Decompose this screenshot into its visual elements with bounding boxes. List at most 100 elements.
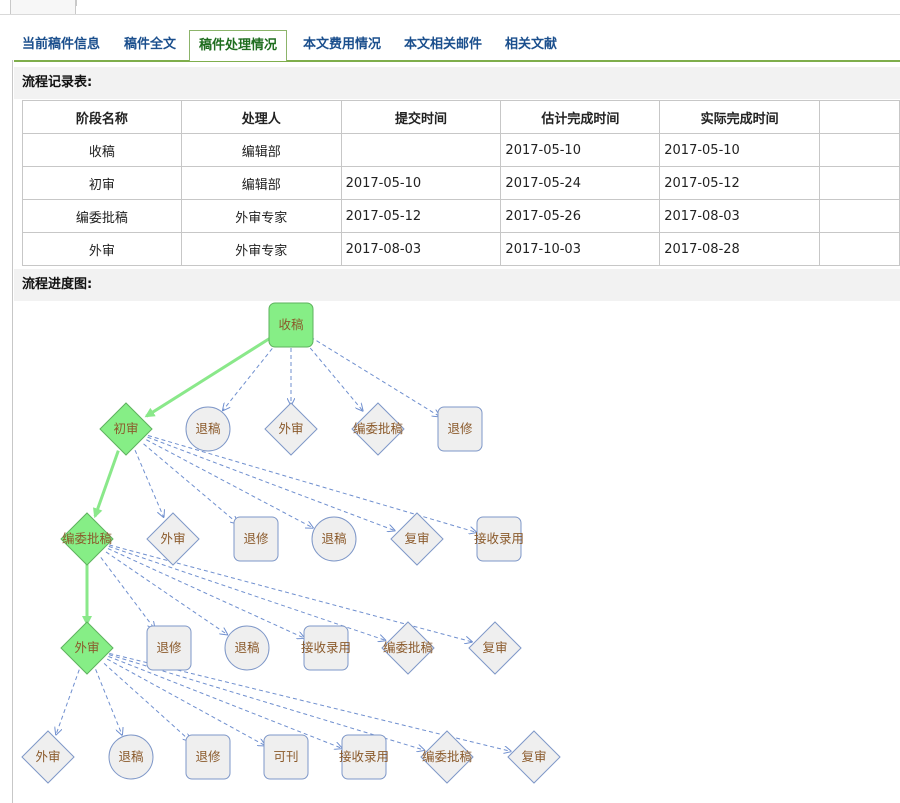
flow-node-n9[interactable]: 退稿 — [311, 516, 357, 562]
flow-node-shape — [303, 625, 349, 671]
flow-node-n11[interactable]: 接收录用 — [474, 516, 524, 562]
flow-node-n24[interactable]: 复审 — [507, 730, 561, 784]
flow-node-label: 复审 — [482, 640, 507, 655]
flow-node-shape — [263, 734, 309, 780]
cell-actual-time: 2017-08-28 — [659, 232, 821, 266]
flow-node-label: 退稿 — [321, 531, 346, 546]
completed-flow-arrow — [92, 450, 120, 519]
flow-node-n7[interactable]: 外审 — [146, 512, 200, 566]
flow-node-label: 接收录用 — [339, 749, 389, 764]
flow-node-label: 复审 — [404, 531, 429, 546]
flow-node-n16[interactable]: 编委批稿 — [381, 621, 435, 675]
flow-node-label: 退修 — [243, 531, 269, 546]
tab-full-text[interactable]: 稿件全文 — [124, 37, 177, 52]
flow-node-label: 退修 — [447, 421, 473, 436]
flow-node-n6[interactable]: 编委批稿 — [60, 512, 114, 566]
progress-title: 流程进度图: — [14, 269, 900, 301]
flow-node-n1[interactable]: 初审 — [99, 402, 153, 456]
flow-node-label: 编委批稿 — [383, 640, 433, 655]
col-handler: 处理人 — [180, 100, 342, 134]
flow-node-n10[interactable]: 复审 — [390, 512, 444, 566]
tab-related-emails[interactable]: 本文相关邮件 — [404, 37, 483, 52]
flow-node-shape — [224, 625, 270, 671]
flow-node-label: 初审 — [113, 421, 138, 436]
flow-node-label: 接收录用 — [301, 640, 351, 655]
flow-node-label: 接收录用 — [474, 531, 524, 546]
cell-handler: 外审专家 — [180, 199, 342, 233]
cell-stage: 初审 — [22, 166, 182, 200]
flow-node-shape — [146, 625, 192, 671]
table-header-row: 阶段名称 处理人 提交时间 估计完成时间 实际完成时间 — [22, 100, 900, 134]
flow-node-n8[interactable]: 退修 — [233, 516, 279, 562]
cell-submit-time: 2017-05-12 — [340, 199, 502, 233]
cell-extra — [819, 133, 900, 167]
flow-node-n13[interactable]: 退修 — [146, 625, 192, 671]
flow-node-shape — [146, 512, 200, 566]
flow-node-label: 复审 — [521, 749, 546, 764]
flow-node-n12[interactable]: 外审 — [60, 621, 114, 675]
possible-flow-arrow — [310, 336, 440, 416]
cell-actual-time: 2017-08-03 — [659, 199, 821, 233]
tab-current-manuscript-info[interactable]: 当前稿件信息 — [22, 37, 101, 52]
flow-node-n20[interactable]: 退修 — [185, 734, 231, 780]
flow-node-n21[interactable]: 可刊 — [263, 734, 309, 780]
tab-related-literature[interactable]: 相关文献 — [505, 37, 558, 52]
table-row: 编委批稿 外审专家 2017-05-12 2017-05-26 2017-08-… — [22, 199, 900, 233]
flow-node-label: 编委批稿 — [422, 749, 472, 764]
flow-node-n19[interactable]: 退稿 — [108, 734, 154, 780]
flow-node-n14[interactable]: 退稿 — [224, 625, 270, 671]
flow-node-label: 外审 — [74, 640, 99, 655]
flow-node-n17[interactable]: 复审 — [468, 621, 522, 675]
flow-node-n3[interactable]: 外审 — [264, 402, 318, 456]
table-row: 收稿 编辑部 2017-05-10 2017-05-10 — [22, 133, 900, 167]
content-left-border — [12, 60, 13, 803]
tab-fee-status[interactable]: 本文费用情况 — [303, 37, 382, 52]
table-row: 外审 外审专家 2017-08-03 2017-10-03 2017-08-28 — [22, 232, 900, 266]
tab-processing-status[interactable]: 稿件处理情况 — [189, 30, 288, 61]
col-actual-time: 实际完成时间 — [659, 100, 821, 134]
records-title: 流程记录表: — [14, 67, 900, 99]
cell-handler: 编辑部 — [180, 133, 342, 167]
possible-flow-arrow — [95, 669, 122, 734]
flow-node-shape — [60, 621, 114, 675]
possible-flow-arrow — [106, 658, 265, 745]
cell-submit-time: 2017-08-03 — [340, 232, 502, 266]
flow-node-shape — [233, 516, 279, 562]
flow-node-label: 退稿 — [195, 421, 220, 436]
top-strip — [0, 0, 900, 22]
outer-tab[interactable] — [10, 0, 76, 15]
possible-flow-arrow — [134, 449, 164, 517]
flow-node-n2[interactable]: 退稿 — [185, 406, 231, 452]
flow-node-n23[interactable]: 编委批稿 — [420, 730, 474, 784]
col-submit-time: 提交时间 — [340, 100, 502, 134]
flow-node-shape — [185, 734, 231, 780]
flow-node-n0[interactable]: 收稿 — [268, 302, 314, 348]
flow-node-n5[interactable]: 退修 — [437, 406, 483, 452]
table-row: 初审 编辑部 2017-05-10 2017-05-24 2017-05-12 — [22, 166, 900, 200]
flow-node-shape — [341, 734, 387, 780]
possible-flow-arrow — [223, 342, 278, 410]
flow-node-label: 退修 — [195, 749, 221, 764]
col-extra — [819, 100, 900, 134]
flow-node-shape — [390, 512, 444, 566]
flow-node-n22[interactable]: 接收录用 — [339, 734, 389, 780]
cell-extra — [819, 232, 900, 266]
possible-flow-arrow — [100, 557, 155, 628]
flow-node-n18[interactable]: 外审 — [21, 730, 75, 784]
flow-node-shape — [437, 406, 483, 452]
possible-flow-arrow — [107, 548, 304, 638]
cell-estimated-time: 2017-05-26 — [500, 199, 661, 233]
flow-node-n4[interactable]: 编委批稿 — [351, 402, 405, 456]
flow-node-shape — [476, 516, 522, 562]
cell-handler: 外审专家 — [180, 232, 342, 266]
cell-estimated-time: 2017-05-10 — [500, 133, 661, 167]
cell-submit-time: 2017-05-10 — [340, 166, 502, 200]
cell-stage: 编委批稿 — [22, 199, 182, 233]
possible-flow-arrow — [56, 669, 80, 735]
flow-node-n15[interactable]: 接收录用 — [301, 625, 351, 671]
flow-node-shape — [108, 734, 154, 780]
flow-node-label: 退稿 — [118, 749, 143, 764]
cell-extra — [819, 166, 900, 200]
flow-node-shape — [99, 402, 153, 456]
flow-node-shape — [21, 730, 75, 784]
